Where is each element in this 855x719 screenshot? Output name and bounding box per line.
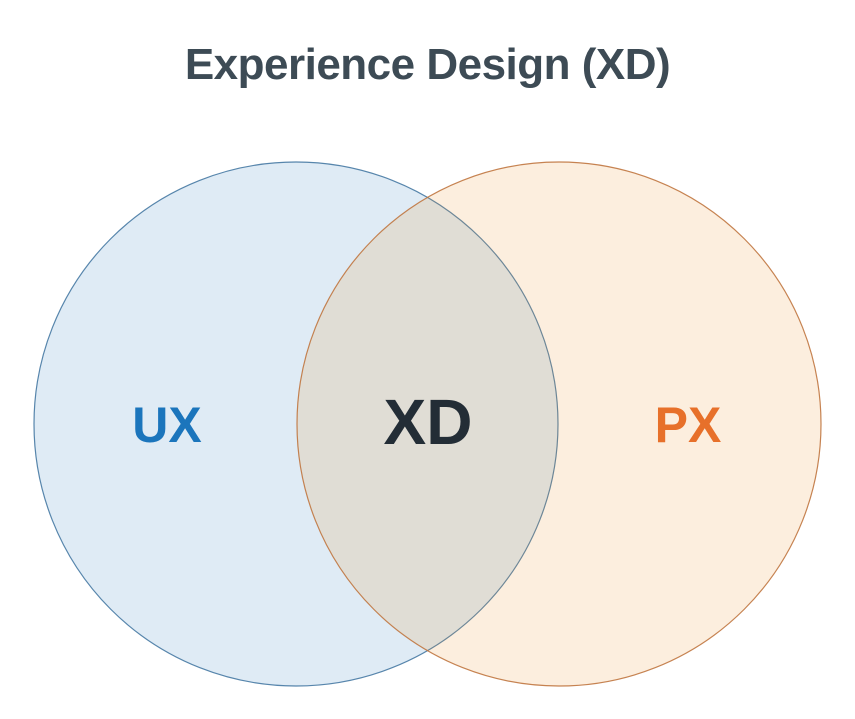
ux-circle — [33, 161, 559, 687]
px-circle — [296, 161, 822, 687]
diagram-title: Experience Design (XD) — [184, 40, 671, 89]
px-label: PX — [655, 397, 722, 453]
xd-label: XD — [384, 386, 473, 458]
ux-label: UX — [132, 397, 201, 453]
